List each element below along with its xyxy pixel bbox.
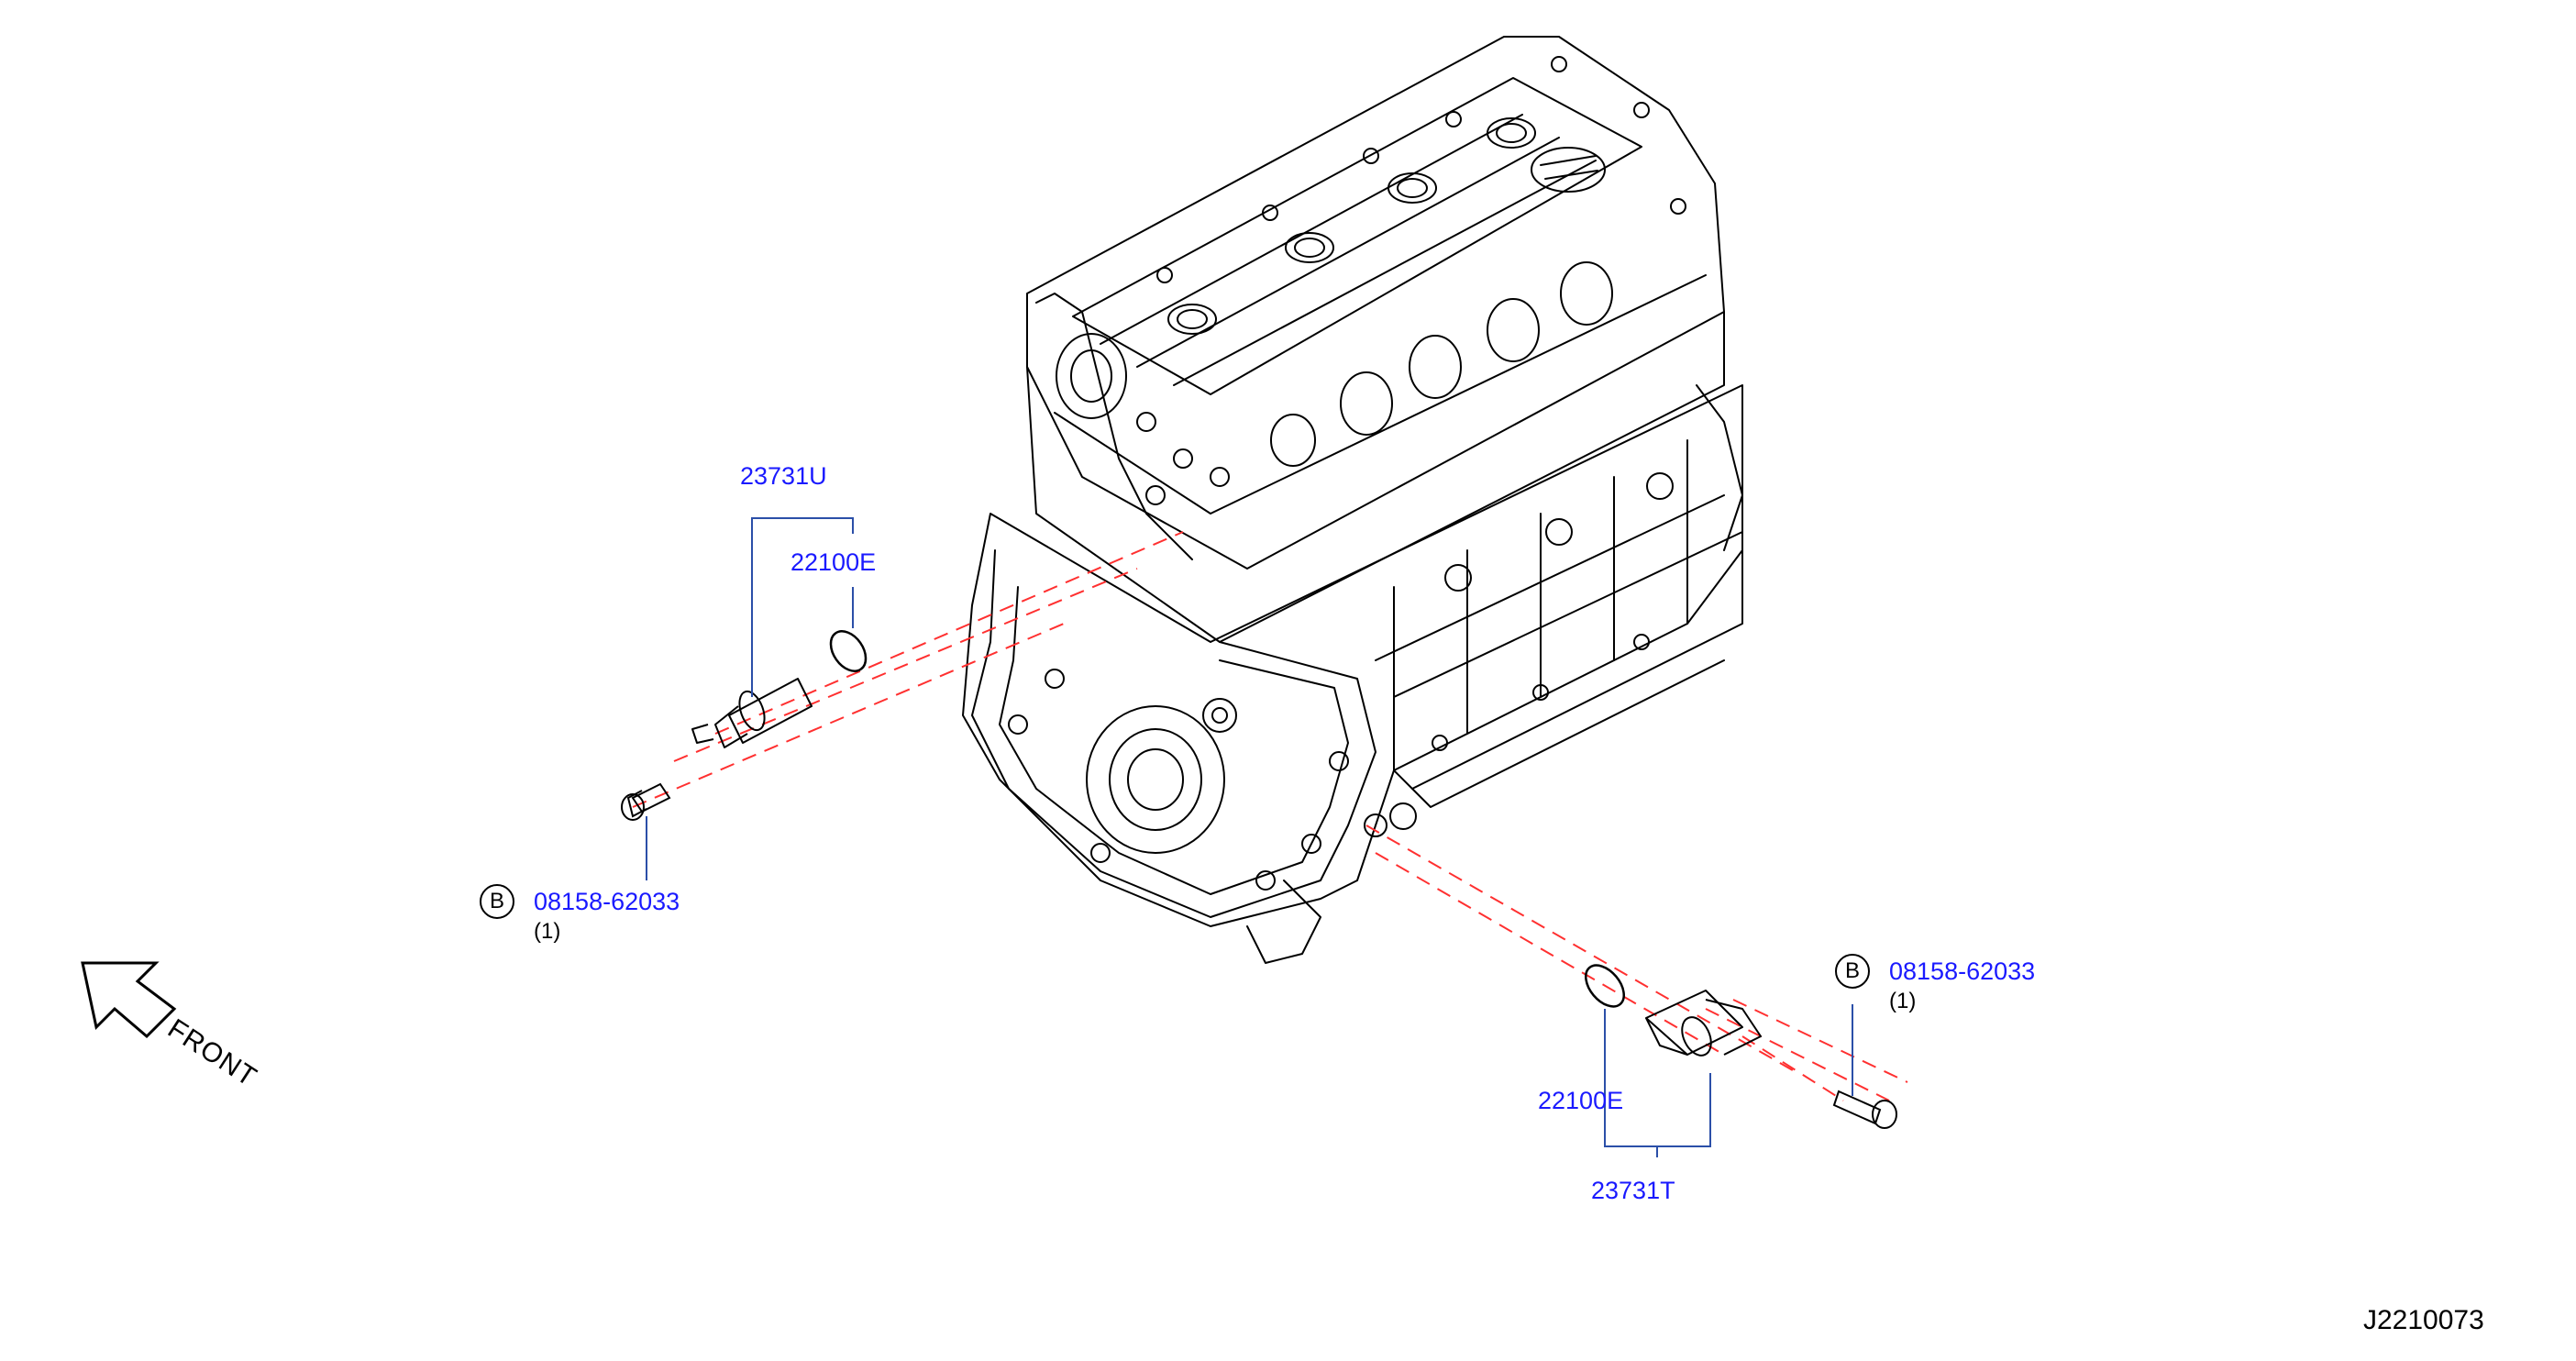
bolt-lower (1832, 1090, 1897, 1129)
o-ring-upper (829, 630, 868, 672)
front-arrow-icon (81, 961, 177, 1039)
part-label-08158-62033-upper[interactable]: 08158-62033 (534, 888, 680, 915)
camshaft-position-sensor-lower (1645, 990, 1762, 1057)
leader-lines (646, 517, 1853, 1157)
bolt-upper (621, 782, 671, 821)
projection-lines (632, 531, 1908, 1101)
part-label-22100E-upper[interactable]: 22100E (790, 548, 877, 576)
cylinder-head (1026, 311, 1725, 643)
part-label-08158-62033-lower[interactable]: 08158-62033 (1889, 957, 2036, 985)
part-label-23731U[interactable]: 23731U (740, 462, 827, 490)
ref-circle-b-lower: B (1835, 954, 1870, 989)
oil-filler-cap (1531, 147, 1606, 193)
valve-cover (1026, 36, 1725, 570)
cylinder-block (962, 384, 1743, 927)
part-label-23731T[interactable]: 23731T (1591, 1177, 1675, 1204)
quantity-lower-bolt: (1) (1889, 989, 1917, 1013)
part-label-22100E-lower[interactable]: 22100E (1538, 1087, 1624, 1114)
camshaft-position-sensor-upper (691, 678, 813, 748)
o-ring-lower (1585, 964, 1625, 1008)
quantity-upper-bolt: (1) (534, 919, 561, 944)
crankshaft-bore (1086, 705, 1225, 854)
diagram-id: J2210073 (2363, 1305, 2484, 1335)
ref-circle-b-upper: B (480, 884, 514, 919)
